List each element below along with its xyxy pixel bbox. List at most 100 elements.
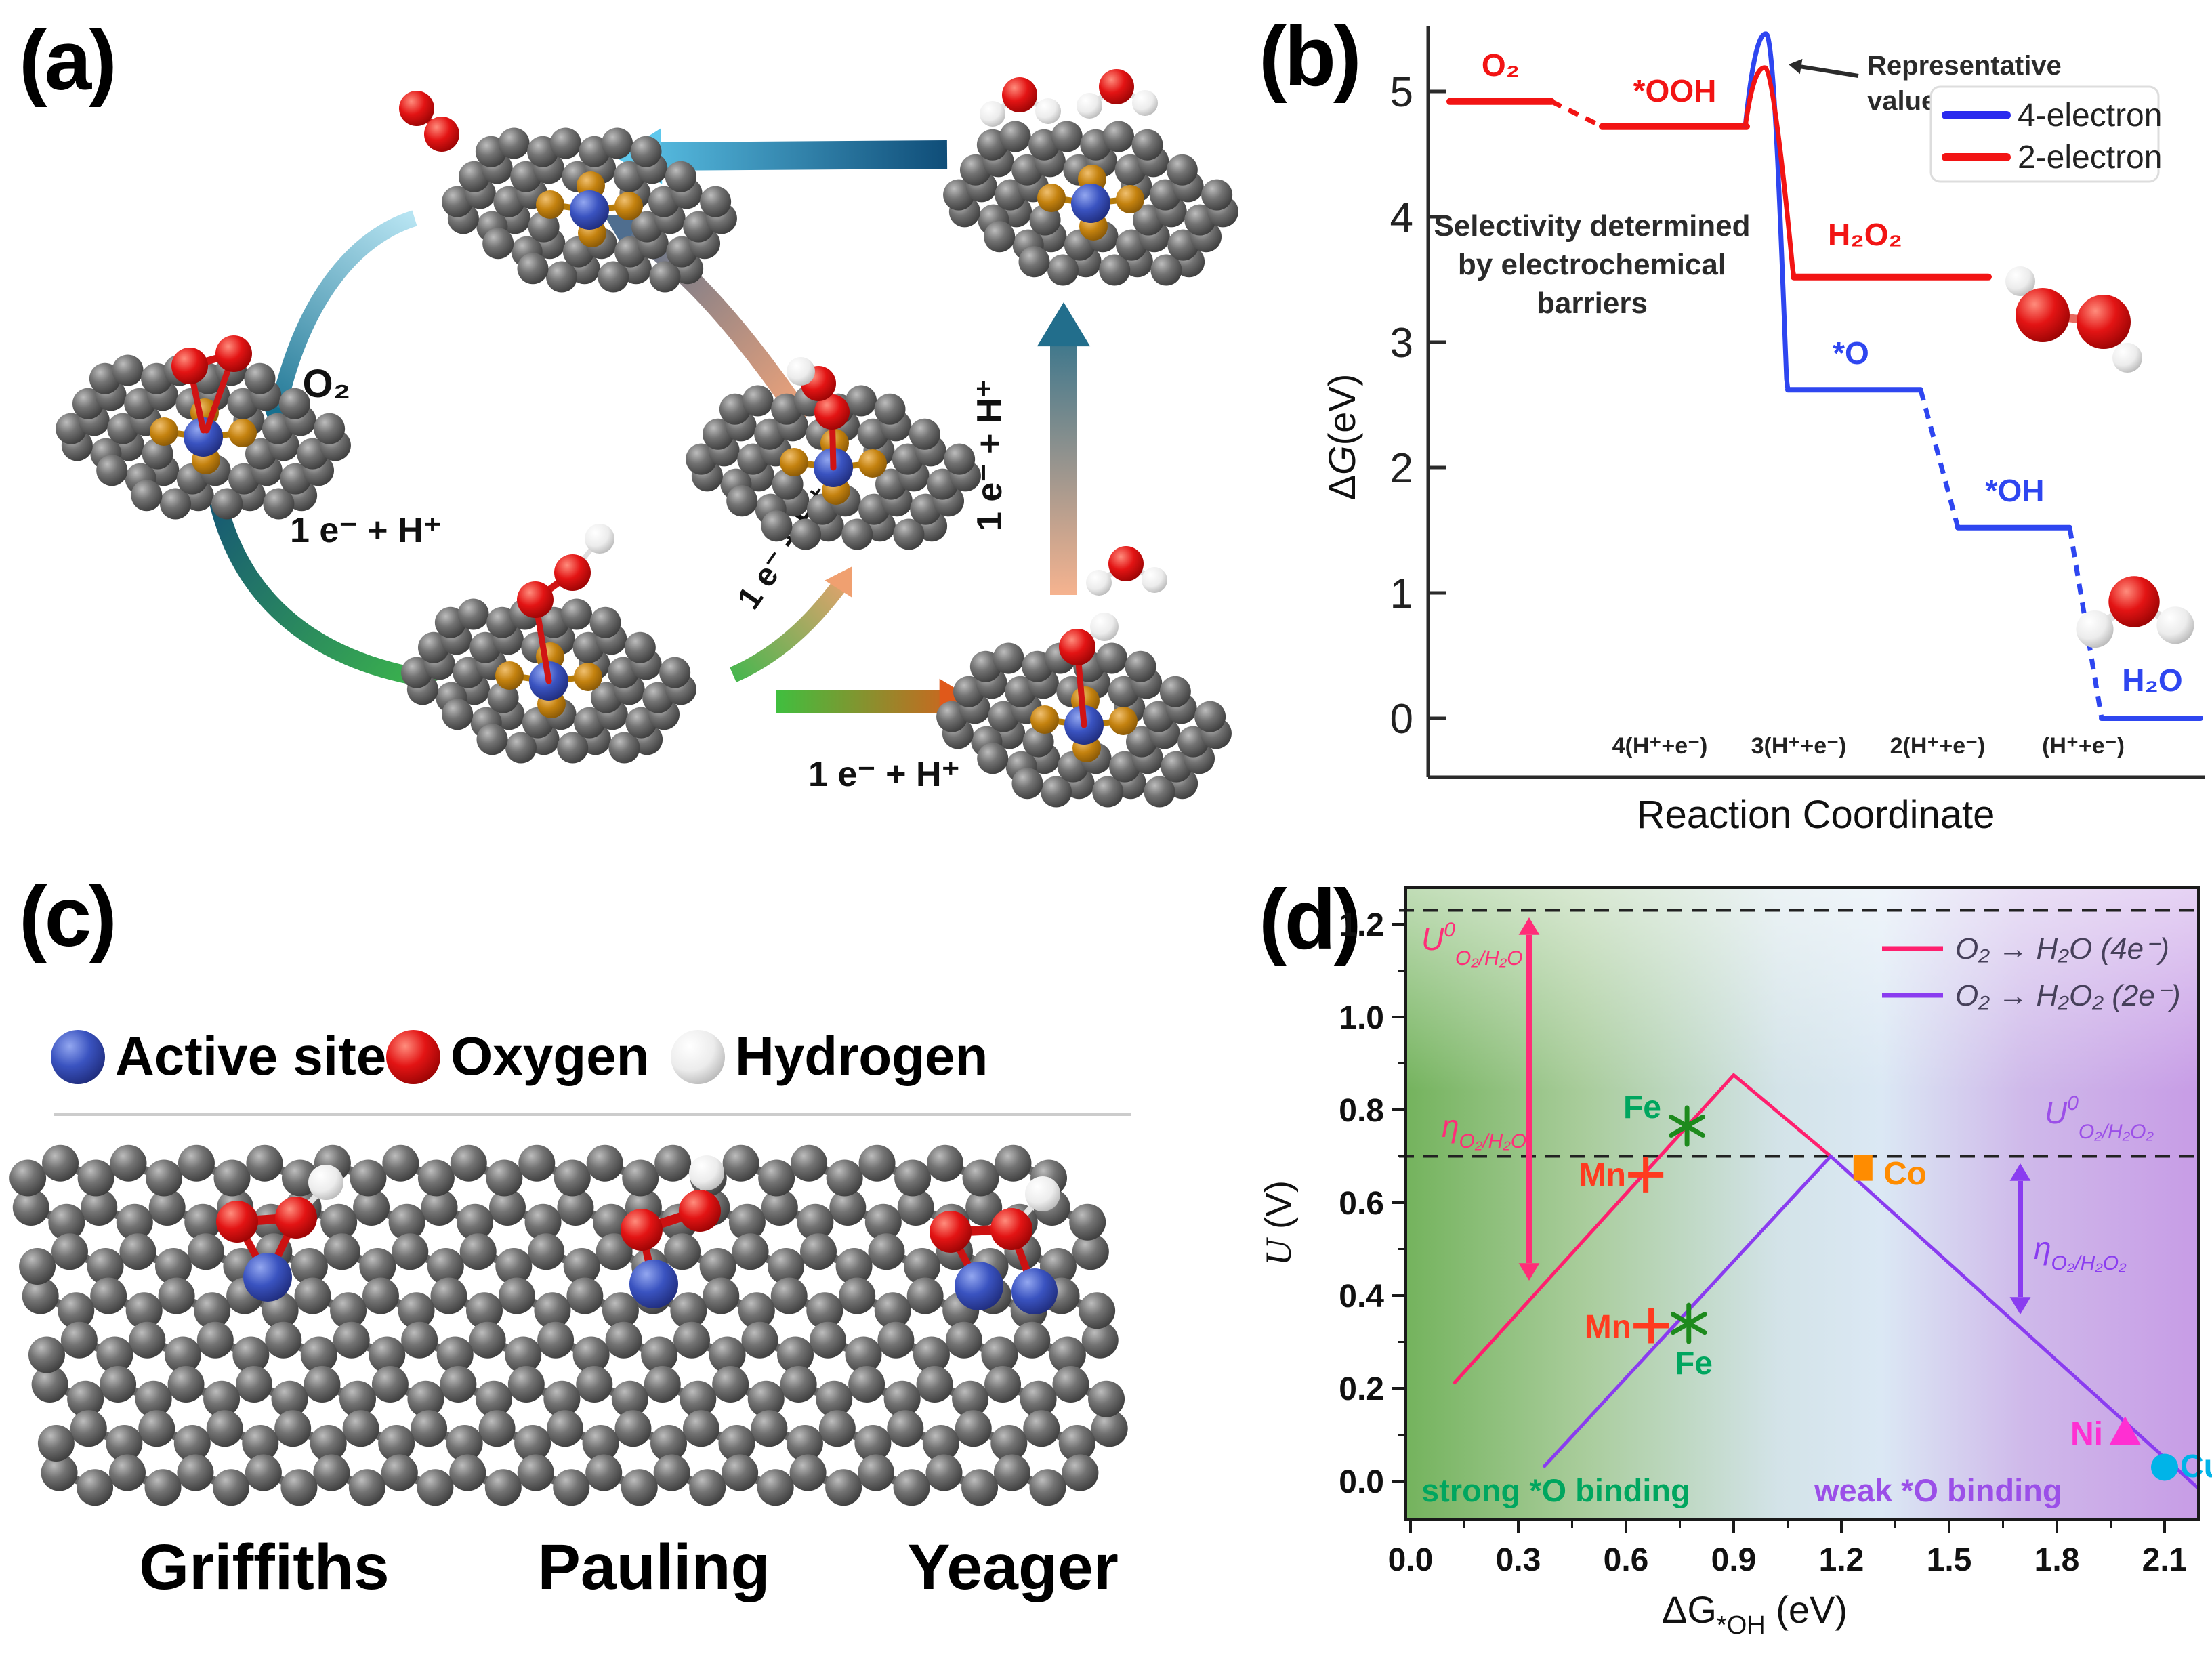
configuration-griffiths — [216, 1165, 343, 1302]
carbon-atom — [245, 1454, 282, 1491]
carbon-atom — [818, 1410, 856, 1447]
carbon-atom — [203, 1380, 241, 1417]
carbon-atom — [187, 1233, 224, 1270]
carbon-atom — [382, 1144, 419, 1182]
carbon-atom — [392, 1233, 429, 1270]
oxygen-atom — [814, 394, 850, 430]
carbon-atom — [158, 1277, 195, 1314]
carbon-atom — [154, 1248, 192, 1285]
carbon-atom — [700, 186, 732, 217]
panel-d-letter: (d) — [1259, 873, 1362, 967]
o2-adsorption-arrow-shaft — [268, 210, 417, 421]
catalyst-two-waters — [943, 69, 1238, 286]
carbon-atom — [962, 1159, 999, 1197]
legend-sphere-red — [386, 1030, 440, 1084]
carbon-atom — [768, 1248, 805, 1285]
carbon-atom — [703, 1277, 740, 1314]
carbon-atom — [459, 1233, 497, 1270]
water-oxygen-atom — [1108, 546, 1144, 581]
carbon-atom — [67, 1380, 104, 1417]
carbon-atom — [922, 1425, 959, 1462]
carbon-atom — [1088, 1380, 1125, 1417]
legend-label: 2-electron — [2018, 140, 2162, 175]
eta-O2-H2O2-label: ηO₂/H₂O₂ — [2034, 1230, 2127, 1274]
x-tick-label: 0.9 — [1711, 1542, 1757, 1578]
x-tick-label: 0.0 — [1388, 1542, 1434, 1578]
x-tick-label: 1.8 — [2034, 1542, 2080, 1578]
legend-label: O₂ → H₂O (4e⁻) — [1955, 932, 2169, 966]
carbon-atom — [835, 1248, 873, 1285]
carbon-atom — [722, 1144, 759, 1182]
active-site-atom — [570, 190, 609, 230]
carbon-atom — [965, 1189, 1003, 1226]
carbon-atom — [868, 1233, 905, 1270]
catalyst-flake — [56, 335, 351, 520]
carbon-atom — [990, 1425, 1028, 1462]
carbon-atom — [554, 1159, 591, 1197]
catalyst-flake — [686, 357, 981, 550]
state-label-H₂O: H₂O — [2122, 663, 2182, 698]
carbon-atom — [1052, 1366, 1089, 1403]
carbon-atom — [984, 221, 1016, 253]
carbon-atom — [159, 488, 191, 520]
carbon-atom — [602, 127, 633, 159]
state-label-*O: *O — [1833, 335, 1869, 371]
carbon-atom — [825, 1469, 862, 1506]
carbon-atom — [761, 510, 793, 542]
carbon-atom — [537, 1321, 575, 1359]
carbon-atom — [58, 1292, 95, 1329]
carbon-atom — [475, 1380, 512, 1417]
catalyst-OH-plus-water — [936, 546, 1232, 808]
oxygen-atom — [679, 1190, 721, 1232]
representative-arrow-shaft — [1799, 64, 1859, 78]
carbon-atom — [786, 1425, 823, 1462]
carbon-atom — [757, 1469, 794, 1506]
data-point-Co-peak — [1853, 1155, 1873, 1181]
carbon-atom — [894, 1159, 932, 1197]
carbon-atom — [789, 1454, 827, 1491]
carbon-atom — [602, 1292, 639, 1329]
carbon-atom — [904, 1248, 941, 1285]
data-point-Mn-4e — [1628, 1157, 1664, 1193]
state-label-H₂O₂: H₂O₂ — [1828, 217, 1902, 252]
carbon-atom — [547, 1410, 584, 1447]
carbon-atom — [381, 1454, 418, 1491]
carbon-atom — [883, 1380, 921, 1417]
carbon-atom — [1201, 179, 1233, 211]
oxygen-atom — [930, 1211, 972, 1253]
carbon-atom — [144, 1469, 182, 1506]
carbon-atom — [131, 480, 163, 512]
carbon-atom — [839, 1277, 876, 1314]
carbon-atom — [630, 136, 662, 167]
carbon-atom — [877, 1321, 915, 1359]
carbon-atom — [605, 1321, 642, 1359]
carbon-atom — [378, 1425, 415, 1462]
carbon-atom — [664, 1233, 701, 1270]
oxygen-atom — [621, 1209, 663, 1251]
carbon-atom — [514, 1425, 551, 1462]
carbon-atom — [981, 1336, 1018, 1373]
x-state-count-label: 4(H⁺+e⁻) — [1612, 733, 1708, 759]
carbon-atom — [96, 455, 128, 486]
barrier-2-electron — [1743, 65, 1797, 278]
carbon-atom — [442, 699, 474, 730]
carbon-atom — [1092, 776, 1124, 808]
carbon-atom — [1069, 1203, 1106, 1241]
carbon-atom — [138, 1410, 175, 1447]
carbon-atom — [167, 1366, 205, 1403]
y-tick-label: 1.0 — [1339, 1000, 1384, 1036]
carbon-atom — [278, 388, 310, 419]
carbon-atom — [164, 1336, 201, 1373]
carbon-atom — [196, 1321, 234, 1359]
carbon-atom — [858, 1454, 895, 1491]
carbon-atom — [320, 1203, 358, 1241]
volcano-line-O2-to-H2O-4e — [1452, 1073, 1832, 1385]
eta-O2-H2O2-arrow-head-top — [2009, 1163, 2031, 1181]
carbon-atom — [864, 1203, 902, 1241]
carbon-atom — [1020, 1380, 1057, 1417]
graphene-sheet — [9, 1144, 1128, 1506]
carbon-atom — [999, 121, 1031, 152]
carbon-atom — [955, 1410, 992, 1447]
